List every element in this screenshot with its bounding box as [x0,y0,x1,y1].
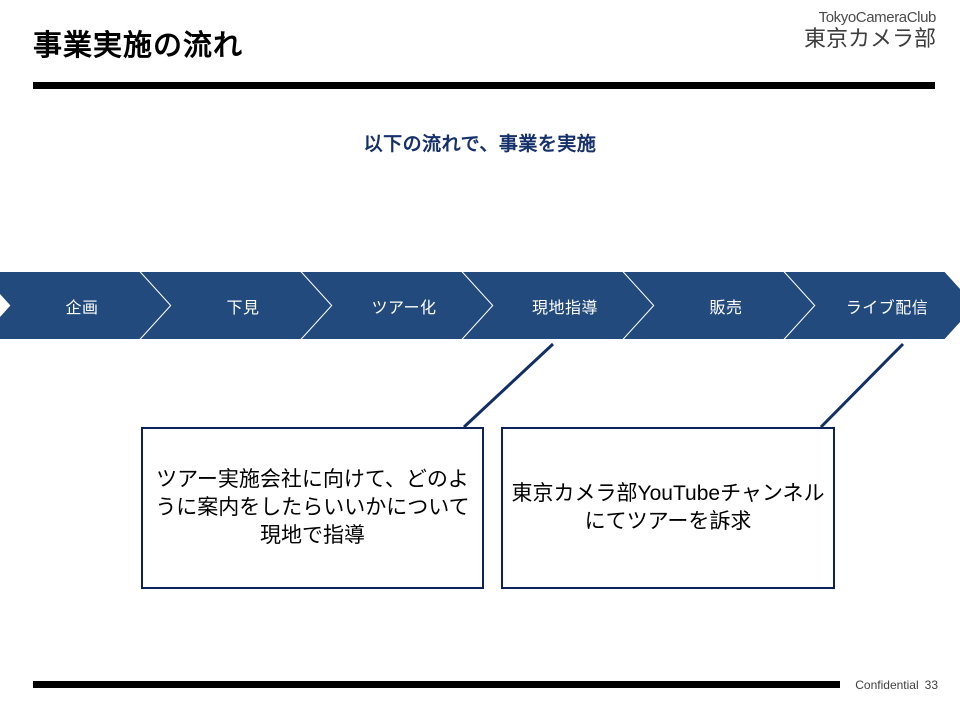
process-step-label: 企画 [65,299,99,317]
process-step-label: ライブ配信 [845,299,929,317]
footer-rule [33,681,840,688]
page-number: 33 [924,678,938,692]
brand-logo-latin: TokyoCameraClub [818,9,937,26]
brand-logo: TokyoCameraClub 東京カメラ部 [796,10,936,50]
connector-line-left [462,342,555,429]
callout-box-genchi-shido: ツアー実施会社に向けて、どのように案内をしたらいいかについて現地で指導 [141,427,484,589]
process-step-label: 販売 [709,299,743,317]
header-rule [33,82,935,89]
process-step-2[interactable]: 下見 [141,272,331,339]
process-flow-chevrons: 企画 下見 ツアー化 現地指導 販売 ライブ配信 [0,272,960,339]
slide-subtitle: 以下の流れで、事業を実施 [363,134,597,155]
process-step-label: 現地指導 [531,299,598,317]
brand-logo-japanese: 東京カメラ部 [803,25,936,51]
page-title: 事業実施の流れ [33,30,244,62]
confidential-label: Confidential [855,678,919,692]
callout-text: 東京カメラ部YouTubeチャンネルにてツアーを訴求 [511,482,825,533]
process-step-5[interactable]: 販売 [624,272,814,339]
process-step-label: ツアー化 [371,299,437,317]
process-step-4[interactable]: 現地指導 [463,272,653,339]
process-step-6[interactable]: ライブ配信 [785,272,960,339]
callout-text: ツアー実施会社に向けて、どのように案内をしたらいいかについて現地で指導 [155,468,470,547]
process-step-3[interactable]: ツアー化 [302,272,492,339]
process-step-1[interactable]: 企画 [0,272,170,339]
callout-box-live-haishin: 東京カメラ部YouTubeチャンネルにてツアーを訴求 [501,427,835,589]
connector-line-right [819,342,905,429]
footer-meta: Confidential 33 [855,678,938,692]
process-step-label: 下見 [226,299,260,317]
